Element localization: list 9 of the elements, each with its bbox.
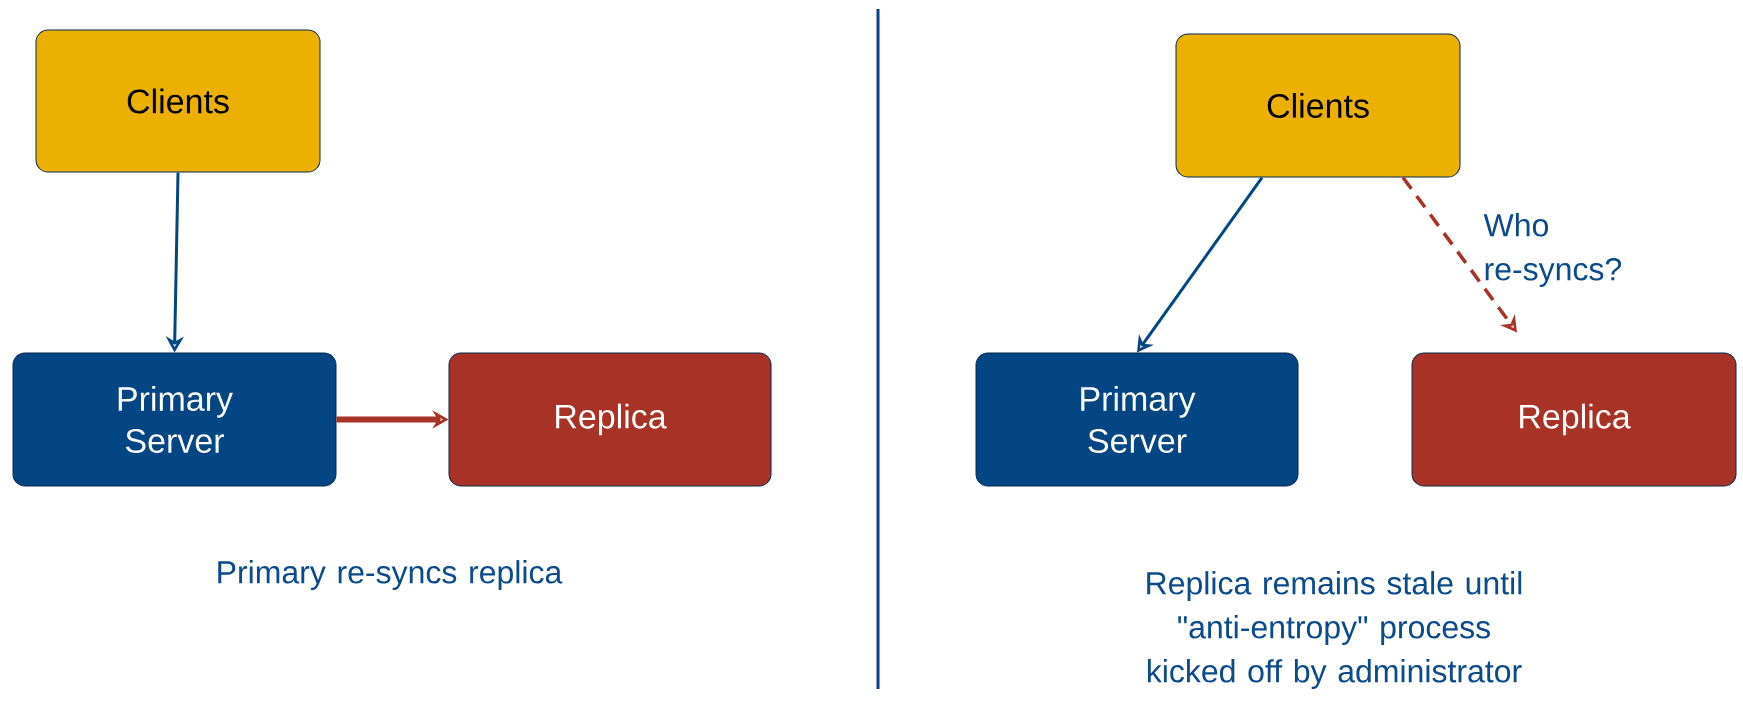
caption: Primary re-syncs replica xyxy=(218,560,563,590)
edge-label: Who re-syncs? xyxy=(1483,213,1622,287)
server-box: Replica xyxy=(448,352,772,487)
server-box: Primary Server xyxy=(975,352,1299,487)
server-box: Clients xyxy=(1175,33,1461,178)
server-box: Replica xyxy=(1411,352,1737,487)
server-box: Clients xyxy=(35,29,321,173)
server-box: Primary Server xyxy=(12,352,337,487)
caption: Replica remains stale until "anti-entropy" process kicked off by administrator xyxy=(1147,571,1522,689)
